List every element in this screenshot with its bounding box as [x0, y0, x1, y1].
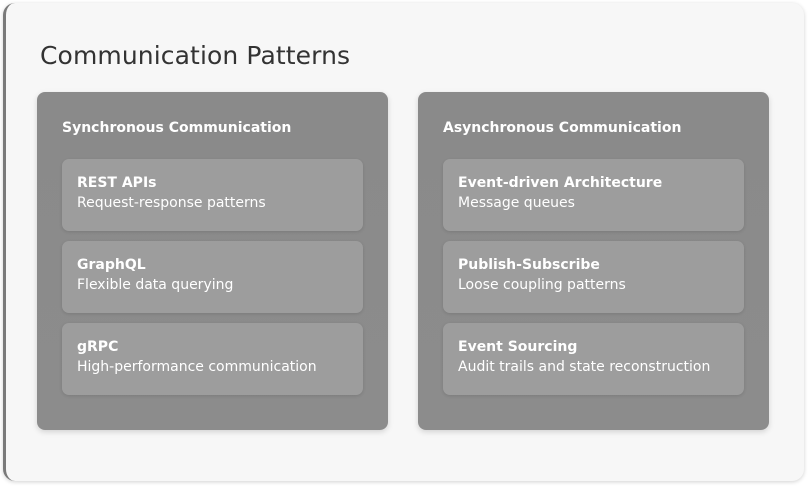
- card-grpc: gRPC High-performance communication: [62, 323, 363, 395]
- card-description: Request-response patterns: [77, 195, 266, 211]
- card-description: Loose coupling patterns: [458, 277, 626, 293]
- panel-title: Asynchronous Communication: [443, 120, 682, 136]
- panel-synchronous: Synchronous Communication REST APIs Requ…: [37, 92, 388, 430]
- panel-title: Synchronous Communication: [62, 120, 292, 136]
- page-title: Communication Patterns: [40, 41, 351, 70]
- card-description: Audit trails and state reconstruction: [458, 359, 711, 375]
- card-title: gRPC: [77, 339, 119, 355]
- card-description: Flexible data querying: [77, 277, 234, 293]
- card-title: Event-driven Architecture: [458, 175, 663, 191]
- card-title: GraphQL: [77, 257, 146, 273]
- card-description: High-performance communication: [77, 359, 317, 375]
- card-graphql: GraphQL Flexible data querying: [62, 241, 363, 313]
- panel-asynchronous: Asynchronous Communication Event-driven …: [418, 92, 769, 430]
- card-title: REST APIs: [77, 175, 157, 191]
- card-title: Publish-Subscribe: [458, 257, 600, 273]
- card-event-driven-architecture: Event-driven Architecture Message queues: [443, 159, 744, 231]
- card-rest-apis: REST APIs Request-response patterns: [62, 159, 363, 231]
- card-event-sourcing: Event Sourcing Audit trails and state re…: [443, 323, 744, 395]
- diagram-frame: Communication Patterns Synchronous Commu…: [3, 3, 804, 481]
- card-publish-subscribe: Publish-Subscribe Loose coupling pattern…: [443, 241, 744, 313]
- card-description: Message queues: [458, 195, 575, 211]
- card-title: Event Sourcing: [458, 339, 578, 355]
